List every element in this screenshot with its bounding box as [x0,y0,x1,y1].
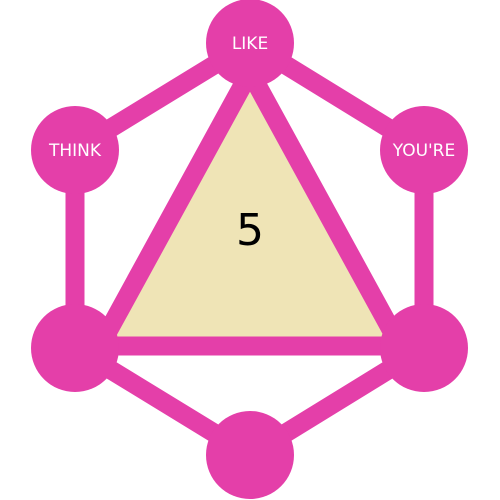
node-top: LIKE [206,0,294,87]
node-upper-right-circle [380,106,468,194]
node-upper-right-label: YOU'RE [392,141,456,161]
node-upper-left: THINK [31,106,119,194]
node-lower-left [31,304,119,392]
node-bottom [206,411,294,499]
inner-triangle [90,62,410,356]
node-lower-right [380,304,468,392]
node-top-circle [206,0,294,87]
node-lower-left-circle [31,304,119,392]
node-top-label: LIKE [232,34,268,54]
center-value: 5 [236,205,264,256]
node-lower-right-circle [380,304,468,392]
node-upper-left-label: THINK [48,141,102,161]
node-bottom-circle [206,411,294,499]
node-upper-left-circle [31,106,119,194]
node-upper-right: YOU'RE [380,106,468,194]
